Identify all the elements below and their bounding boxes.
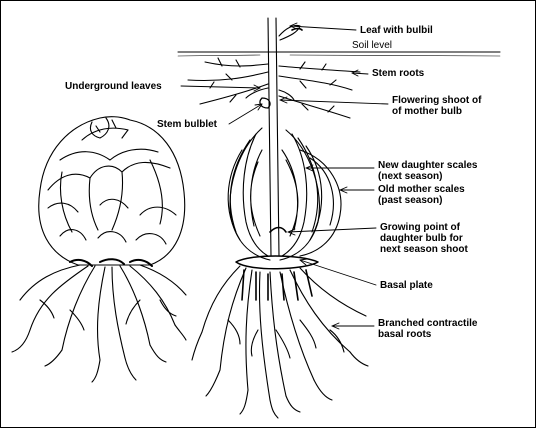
label-growing-point-line3: next season shoot bbox=[380, 244, 468, 255]
label-stem-roots: Stem roots bbox=[372, 68, 425, 79]
leader-arrows bbox=[180, 22, 389, 330]
whole-bulb-drawing bbox=[11, 116, 187, 383]
label-underground-leaves: Underground leaves bbox=[65, 81, 162, 92]
label-flowering-shoot-line1: Flowering shoot of bbox=[392, 95, 482, 106]
label-branched-roots-line1: Branched contractile bbox=[378, 318, 478, 329]
label-basal-plate: Basal plate bbox=[380, 280, 433, 291]
label-growing-point-line1: Growing point of bbox=[380, 222, 460, 233]
label-growing-point-line2: daughter bulb for bbox=[380, 233, 463, 244]
label-flowering-shoot-line2: of mother bulb bbox=[392, 106, 462, 117]
label-new-daughter-line1: New daughter scales bbox=[378, 160, 478, 171]
label-branched-roots-line2: basal roots bbox=[378, 329, 432, 340]
label-soil-level: Soil level bbox=[352, 40, 393, 51]
label-old-mother-line1: Old mother scales bbox=[378, 184, 465, 195]
bulb-cross-section bbox=[177, 17, 501, 419]
label-old-mother-line2: (past season) bbox=[378, 195, 443, 206]
label-new-daughter-line2: (next season) bbox=[378, 171, 443, 182]
label-stem-bulblet: Stem bulblet bbox=[157, 119, 218, 130]
label-leaf-with-bulbil: Leaf with bulbil bbox=[360, 25, 433, 36]
